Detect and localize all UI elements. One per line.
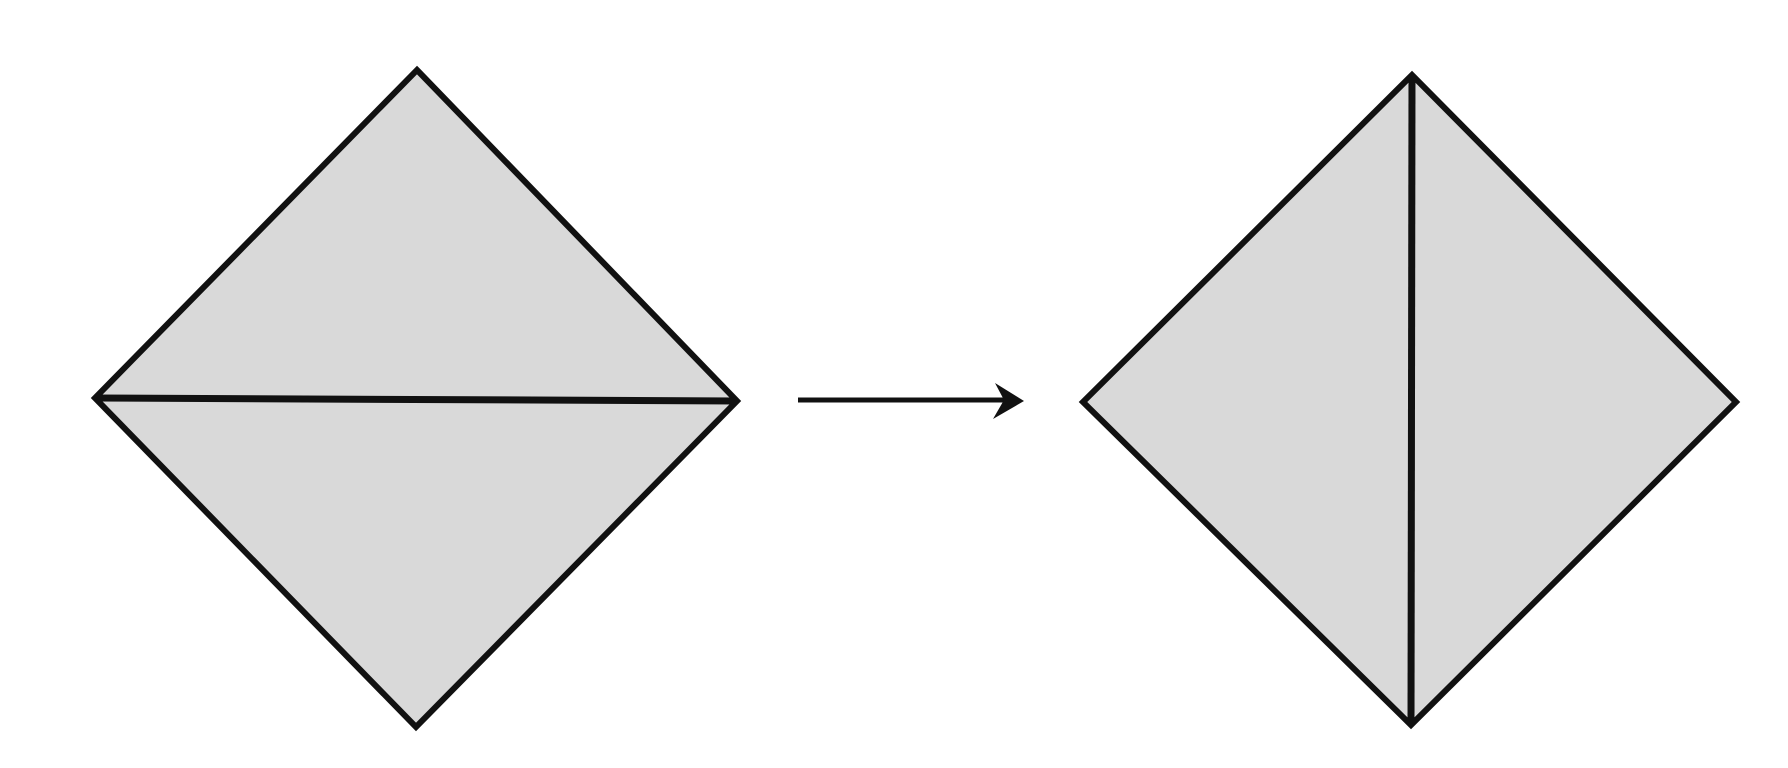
left-diamond-group bbox=[90, 65, 742, 732]
right-arrow-icon bbox=[798, 383, 1024, 419]
right-diamond-group bbox=[1078, 70, 1741, 730]
left-diamond-horizontal-fold-line bbox=[94, 394, 738, 405]
arrow-head bbox=[993, 383, 1024, 419]
right-diamond-vertical-fold-line bbox=[1407, 74, 1416, 726]
